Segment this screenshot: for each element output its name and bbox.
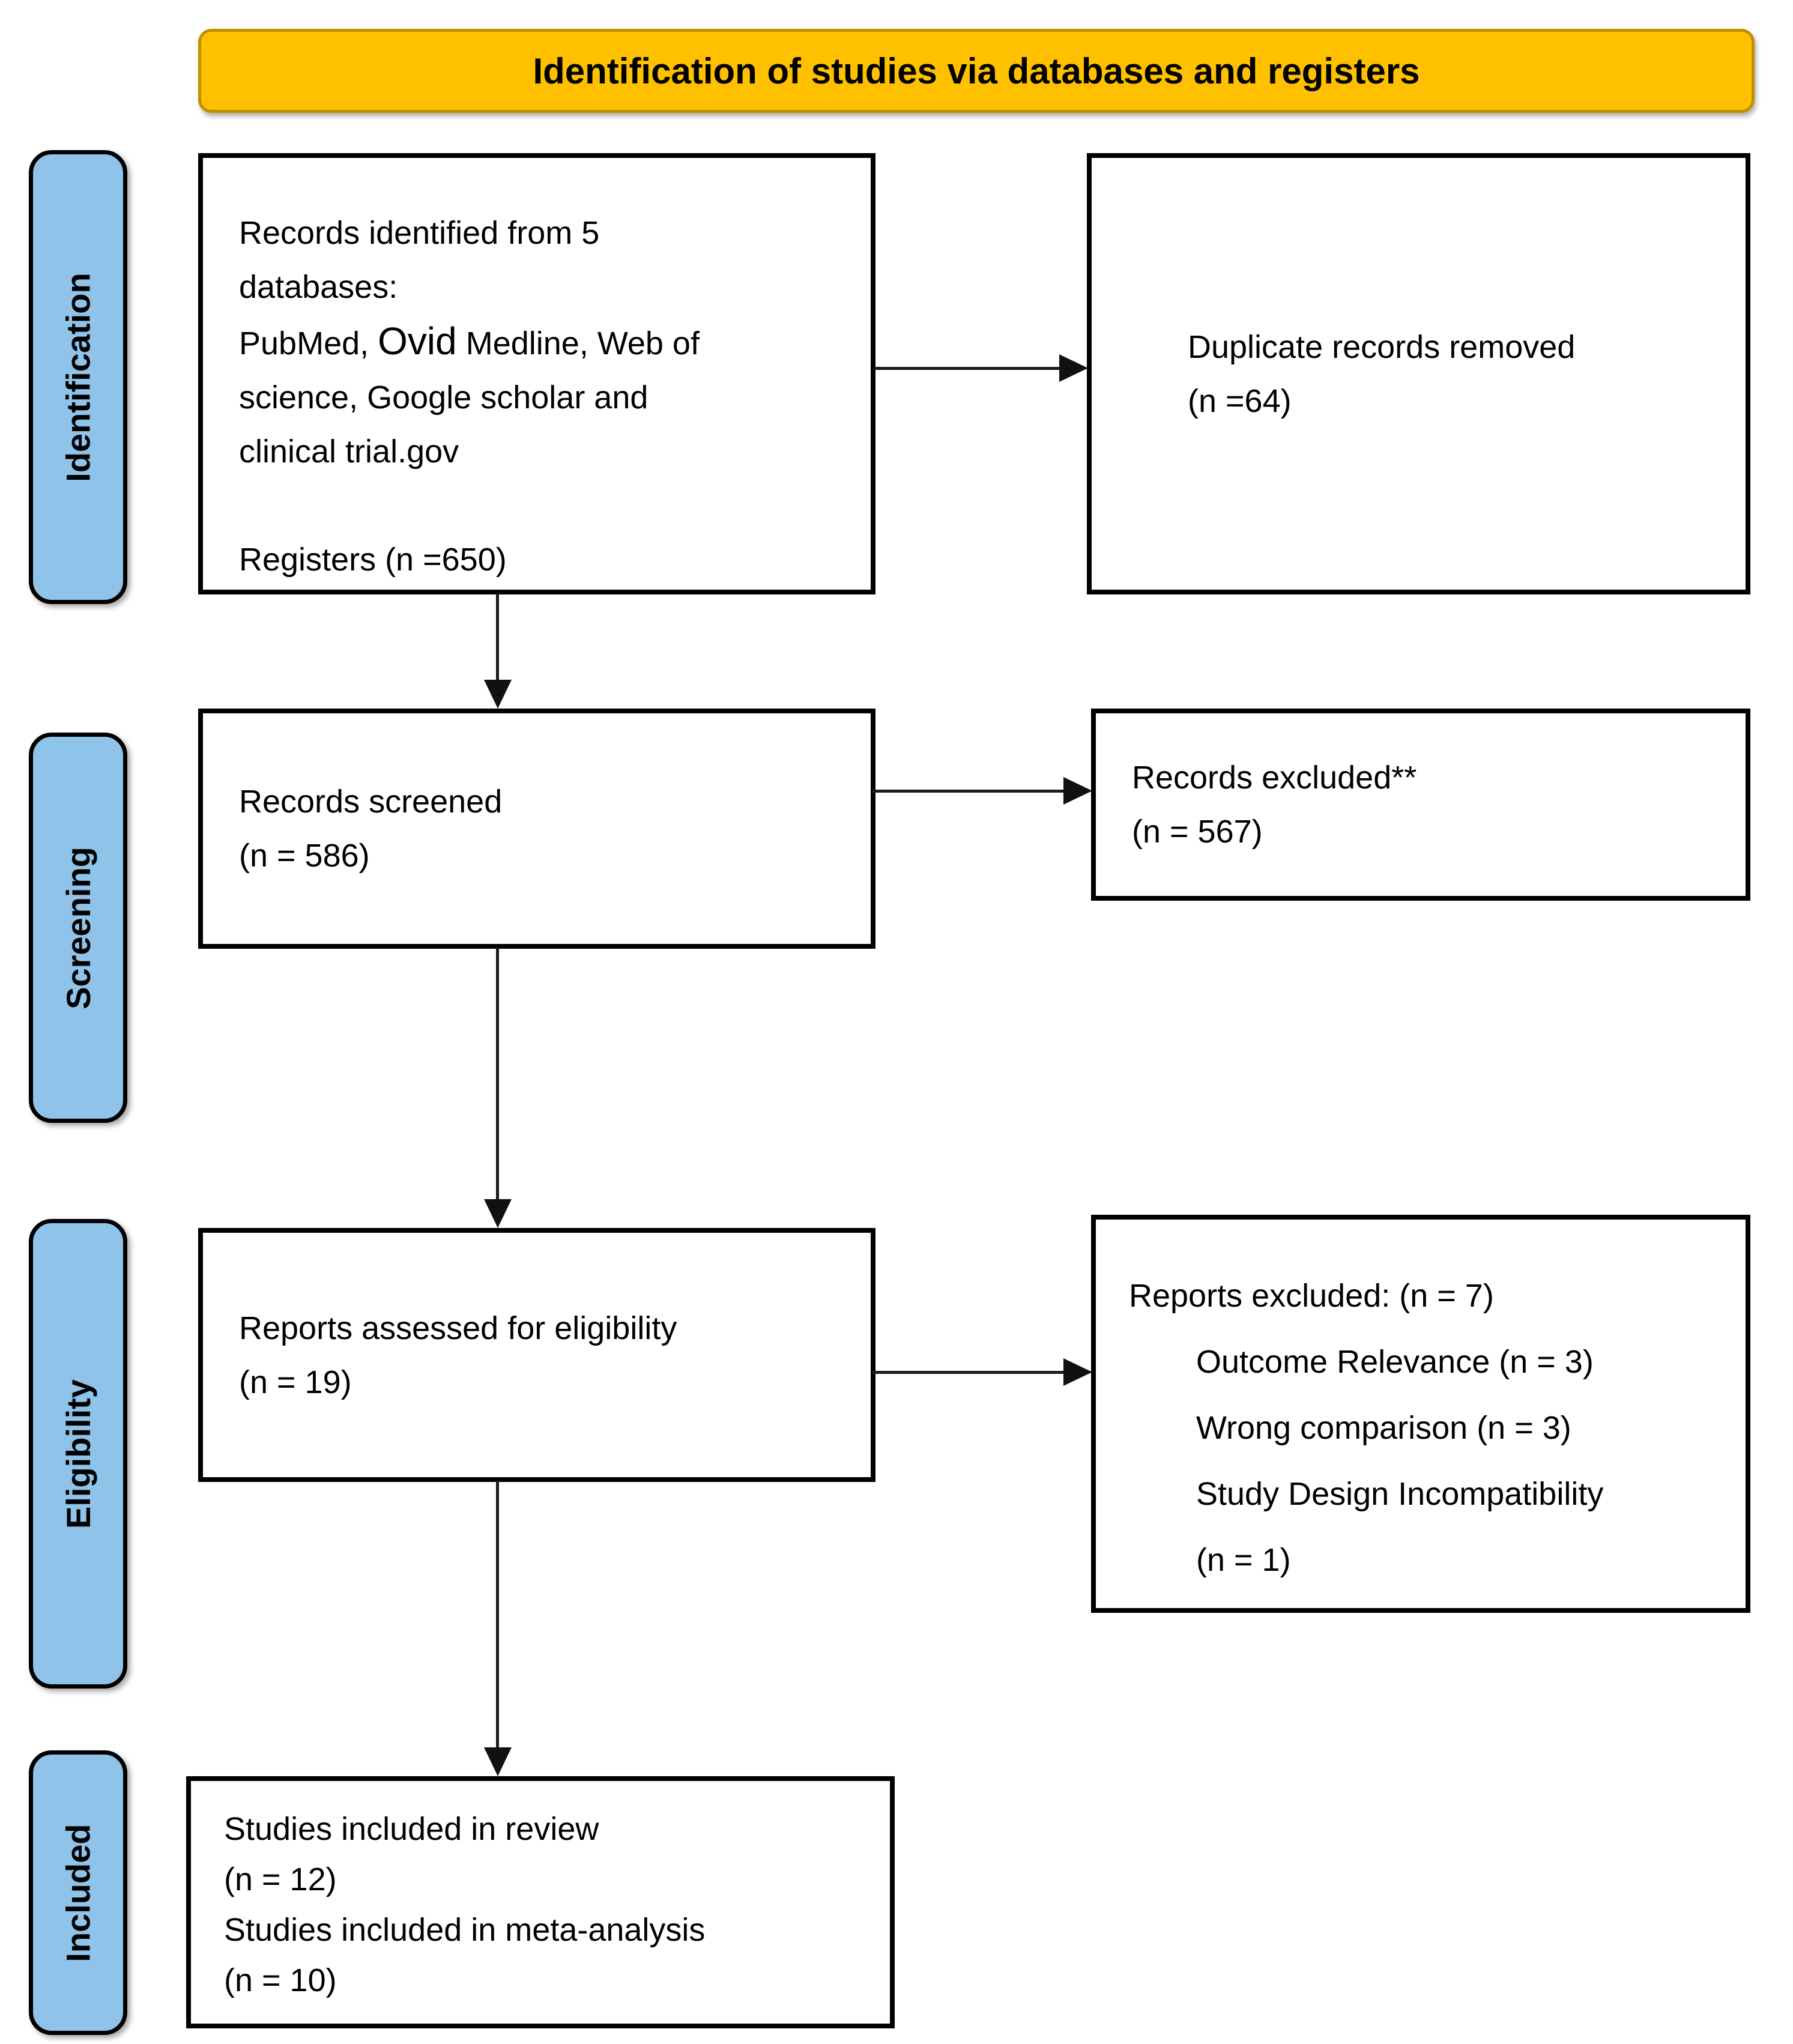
reports-excluded-reason: Outcome Relevance (n = 3) xyxy=(1196,1344,1594,1380)
ovid-emphasis-text: Ovid xyxy=(378,319,457,363)
reports-excluded-reason: Study Design Incompatibility xyxy=(1196,1476,1604,1512)
reports-assessed-line: Reports assessed for eligibility xyxy=(239,1310,677,1346)
studies-included-meta-count: (n = 10) xyxy=(224,1962,337,1998)
arrow-head-down-icon xyxy=(484,680,512,709)
records-screened-line: Records screened xyxy=(239,784,503,820)
reports-excluded-heading: Reports excluded: (n = 7) xyxy=(1129,1278,1494,1314)
records-identified-line: clinical trial.gov xyxy=(239,434,459,470)
stage-label-included-text: Included xyxy=(59,1823,97,1962)
stage-label-screening-text: Screening xyxy=(59,846,97,1009)
arrow-line xyxy=(496,593,499,681)
arrow-line xyxy=(874,367,1060,370)
records-excluded-count: (n = 567) xyxy=(1132,814,1263,850)
records-identified-line: PubMed, Ovid Medline, Web of xyxy=(239,319,700,363)
stage-label-screening: Screening xyxy=(29,733,127,1123)
arrow-head-down-icon xyxy=(484,1199,512,1228)
arrow-line xyxy=(496,948,499,1200)
records-identified-line: databases: xyxy=(239,269,398,305)
arrow-head-right-icon xyxy=(1063,1358,1092,1386)
box-reports-excluded: Reports excluded: (n = 7) Outcome Releva… xyxy=(1091,1215,1750,1613)
stage-label-identification: Identification xyxy=(29,150,127,604)
records-identified-line: science, Google scholar and xyxy=(239,379,649,416)
arrow-head-down-icon xyxy=(484,1747,512,1776)
box-studies-included: Studies included in review (n = 12) Stud… xyxy=(186,1776,895,2028)
arrow-line xyxy=(872,790,1064,793)
studies-included-meta-line: Studies included in meta-analysis xyxy=(224,1912,706,1948)
reports-excluded-reason-count: (n = 1) xyxy=(1196,1542,1291,1578)
reports-assessed-count: (n = 19) xyxy=(239,1364,352,1400)
box-reports-assessed: Reports assessed for eligibility (n = 19… xyxy=(198,1228,875,1482)
arrow-line xyxy=(496,1481,499,1749)
records-identified-line: Records identified from 5 xyxy=(239,215,600,251)
records-screened-count: (n = 586) xyxy=(239,838,370,874)
registers-count-line: Registers (n =650) xyxy=(239,542,507,578)
stage-label-eligibility-text: Eligibility xyxy=(59,1379,97,1529)
stage-label-included: Included xyxy=(29,1750,127,2035)
stage-label-identification-text: Identification xyxy=(59,272,97,482)
title-banner: Identification of studies via databases … xyxy=(198,29,1755,113)
duplicates-removed-line: Duplicate records removed xyxy=(1188,328,1576,365)
title-banner-text: Identification of studies via databases … xyxy=(533,50,1420,91)
box-records-screened: Records screened (n = 586) xyxy=(198,709,875,949)
arrow-head-right-icon xyxy=(1063,777,1092,805)
box-records-identified: Records identified from 5 databases: Pub… xyxy=(198,153,875,594)
box-duplicate-records-removed: Duplicate records removed (n =64) xyxy=(1087,153,1750,594)
arrow-line xyxy=(872,1371,1064,1374)
box-records-excluded: Records excluded** (n = 567) xyxy=(1091,709,1750,901)
reports-excluded-reason: Wrong comparison (n = 3) xyxy=(1196,1410,1571,1446)
duplicates-removed-count: (n =64) xyxy=(1188,382,1292,419)
arrow-head-right-icon xyxy=(1059,354,1088,382)
studies-included-review-line: Studies included in review xyxy=(224,1811,599,1847)
records-excluded-line: Records excluded** xyxy=(1132,760,1417,796)
stage-label-eligibility: Eligibility xyxy=(29,1219,127,1689)
studies-included-review-count: (n = 12) xyxy=(224,1861,337,1897)
